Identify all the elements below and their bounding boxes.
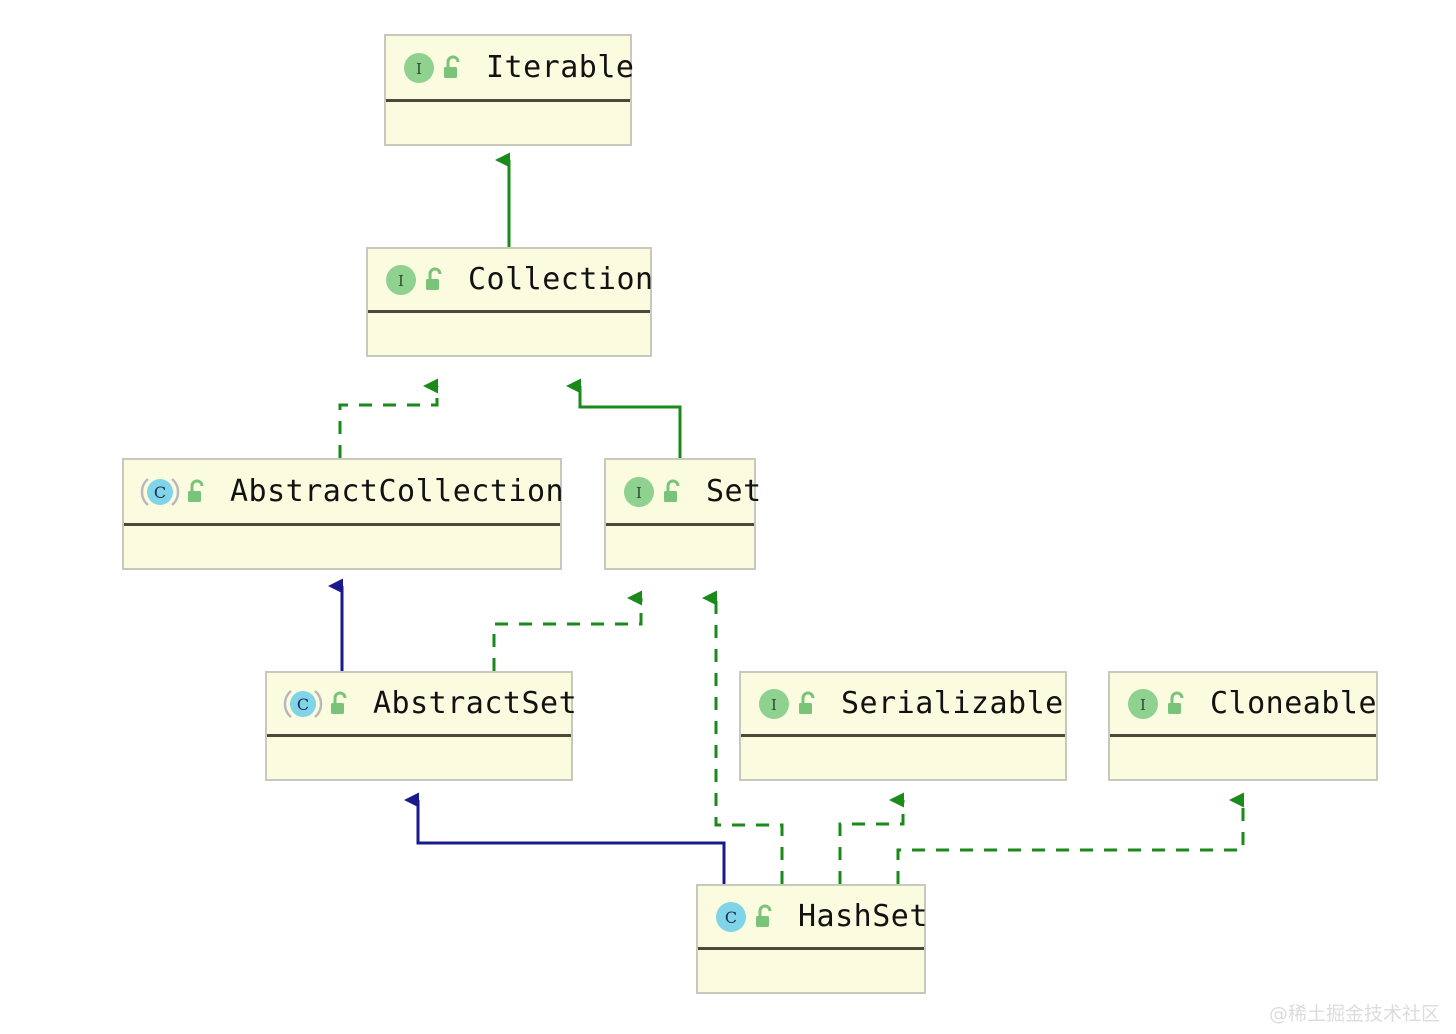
uml-header-abstract-set: C AbstractSet	[267, 673, 577, 737]
edge-hashset-to-cloneable	[896, 792, 1245, 884]
uml-header-collection: I Collection	[368, 249, 653, 313]
unlock-icon	[418, 267, 446, 293]
uml-class-name: Cloneable	[1210, 685, 1378, 721]
uml-class-abstract-collection[interactable]: C AbstractCollection	[122, 458, 564, 570]
svg-text:I: I	[636, 484, 642, 502]
uml-class-name: AbstractSet	[373, 685, 578, 721]
uml-class-name: Collection	[468, 261, 654, 297]
svg-text:C: C	[297, 695, 309, 714]
uml-members-cloneable	[1110, 737, 1376, 781]
svg-text:I: I	[1140, 696, 1146, 714]
uml-header-cloneable: I Cloneable	[1110, 673, 1378, 737]
uml-class-set[interactable]: I Set	[604, 458, 761, 570]
stereotype-icons: I	[384, 263, 446, 297]
edge-hashset-to-serializable	[838, 792, 905, 884]
uml-class-hashset[interactable]: C HashSet	[696, 884, 927, 994]
uml-class-name: Serializable	[841, 685, 1064, 721]
class-icon: C	[714, 900, 748, 934]
uml-class-cloneable[interactable]: I Cloneable	[1108, 671, 1378, 781]
uml-header-hashset: C HashSet	[698, 886, 927, 950]
uml-header-abstract-collection: C AbstractCollection	[124, 460, 564, 526]
uml-class-abstract-set[interactable]: C AbstractSet	[265, 671, 577, 781]
uml-members-collection	[368, 313, 650, 357]
interface-icon: I	[757, 687, 791, 721]
svg-text:C: C	[154, 483, 166, 502]
interface-icon: I	[622, 475, 656, 509]
interface-icon: I	[384, 263, 418, 297]
unlock-icon	[656, 479, 684, 505]
watermark: @稀土掘金技术社区	[1268, 1003, 1440, 1025]
uml-class-name: Iterable	[486, 49, 635, 85]
uml-members-abstract-set	[267, 737, 571, 781]
stereotype-icons: I	[757, 687, 819, 721]
unlock-icon	[791, 691, 819, 717]
uml-members-iterable	[386, 102, 630, 146]
stereotype-icons: I	[402, 51, 464, 85]
uml-members-abstract-collection	[124, 526, 560, 570]
uml-class-iterable[interactable]: I Iterable	[384, 34, 634, 146]
unlock-icon	[436, 55, 464, 81]
edge-abstract-collection-to-collection	[338, 378, 439, 458]
uml-header-serializable: I Serializable	[741, 673, 1065, 737]
unlock-icon	[1160, 691, 1188, 717]
stereotype-icons: I	[622, 475, 684, 509]
uml-members-hashset	[698, 950, 924, 994]
svg-text:I: I	[398, 272, 404, 290]
uml-class-name: HashSet	[798, 898, 928, 934]
unlock-icon	[748, 904, 776, 930]
unlock-icon	[180, 479, 208, 505]
uml-class-name: Set	[706, 473, 762, 509]
uml-header-set: I Set	[606, 460, 761, 526]
svg-text:I: I	[771, 696, 777, 714]
svg-text:C: C	[725, 908, 737, 927]
stereotype-icons: C	[714, 900, 776, 934]
interface-icon: I	[1126, 687, 1160, 721]
unlock-icon	[323, 691, 351, 717]
edge-set-to-collection	[566, 378, 682, 458]
edge-hashset-to-abstract-set	[404, 792, 726, 884]
svg-text:I: I	[416, 60, 422, 78]
interface-icon: I	[402, 51, 436, 85]
uml-class-serializable[interactable]: I Serializable	[739, 671, 1067, 781]
uml-class-name: AbstractCollection	[230, 473, 565, 509]
stereotype-icons: C	[283, 687, 351, 721]
edge-abstract-set-to-set	[492, 590, 643, 671]
uml-members-set	[606, 526, 754, 570]
abstract-class-icon: C	[140, 475, 180, 509]
uml-header-iterable: I Iterable	[386, 36, 634, 102]
stereotype-icons: C	[140, 475, 208, 509]
uml-class-collection[interactable]: I Collection	[366, 247, 653, 357]
uml-members-serializable	[741, 737, 1065, 781]
stereotype-icons: I	[1126, 687, 1188, 721]
abstract-class-icon: C	[283, 687, 323, 721]
